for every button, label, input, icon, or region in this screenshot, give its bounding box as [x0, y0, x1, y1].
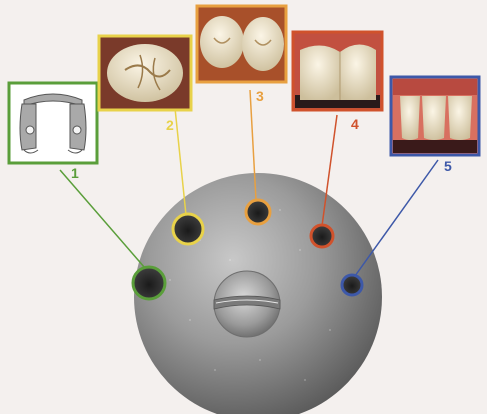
disc-hole-5 [342, 275, 362, 295]
thumbnail-5 [391, 77, 479, 155]
disc-hole-2 [173, 214, 203, 244]
label-2: 2 [166, 117, 174, 133]
screw-icon [214, 271, 280, 337]
leader-line-1 [60, 170, 145, 268]
thumbnail-4 [293, 32, 382, 110]
thumbnail-3 [197, 6, 286, 82]
leader-line-5 [355, 160, 438, 276]
thumbnail-2 [99, 36, 191, 110]
label-4: 4 [351, 116, 359, 132]
label-3: 3 [256, 88, 264, 104]
disc-hole-1 [133, 267, 165, 299]
label-1: 1 [71, 165, 79, 181]
leader-line-2 [175, 108, 186, 215]
disc-hole-4 [311, 225, 333, 247]
disc-hole-3 [246, 200, 270, 224]
thumbnail-1 [9, 83, 97, 163]
label-5: 5 [444, 158, 452, 174]
